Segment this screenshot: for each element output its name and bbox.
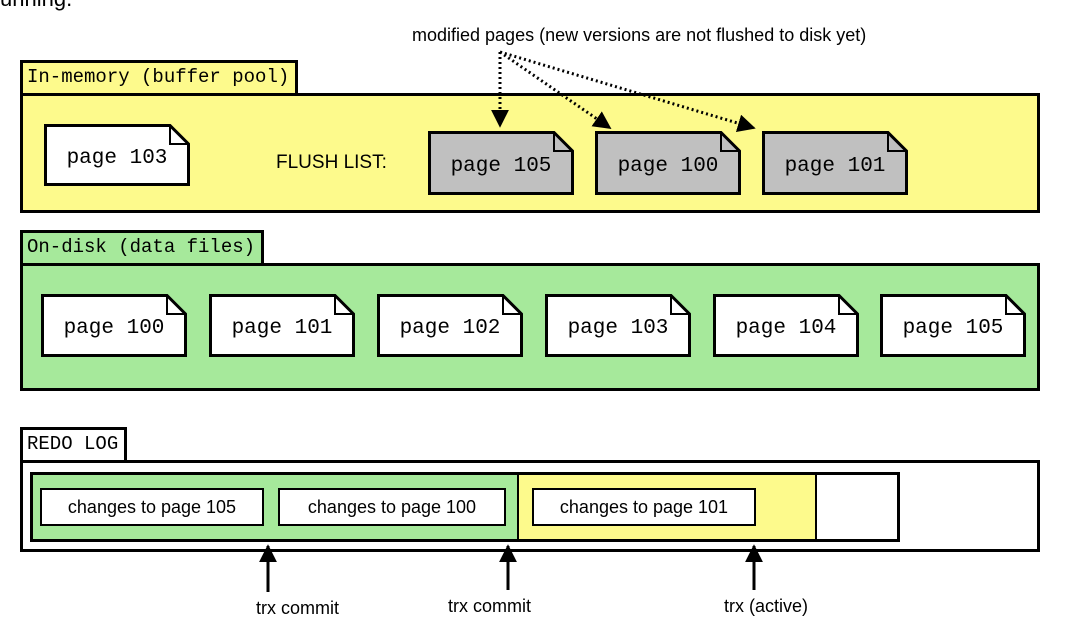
- disk-page-label: page 100: [63, 317, 165, 340]
- redo-entry-page-100: changes to page 100: [278, 488, 506, 526]
- flush-list-label: FLUSH LIST:: [276, 152, 387, 173]
- redo-log-divider: [815, 472, 817, 542]
- redo-entry-page-101: changes to page 101: [532, 488, 756, 526]
- clean-page-103: page 103: [44, 124, 190, 186]
- data-files-panel: [20, 263, 1040, 391]
- flush-page-105: page 105: [428, 131, 574, 195]
- disk-page-104: page 104: [713, 294, 859, 357]
- page-shape: [762, 131, 908, 195]
- disk-page-label: page 104: [735, 317, 837, 340]
- disk-page-101: page 101: [209, 294, 355, 357]
- disk-page-label: page 103: [567, 317, 669, 340]
- clean-page-label: page 103: [66, 146, 168, 170]
- page-shape: [595, 131, 741, 195]
- page-shape: [377, 294, 523, 357]
- trx-active-label: trx (active): [724, 596, 809, 616]
- disk-page-103: page 103: [545, 294, 691, 357]
- commit-arrows: [259, 544, 763, 592]
- disk-page-label: page 101: [231, 317, 333, 340]
- flush-page-label: page 100: [617, 154, 719, 178]
- flush-page-label: page 101: [784, 154, 886, 178]
- page-shape: [209, 294, 355, 357]
- trx-commit-label: trx commit: [256, 598, 339, 618]
- disk-page-102: page 102: [377, 294, 523, 357]
- redo-entry-page-105: changes to page 105: [40, 488, 264, 526]
- redo-log-tab: REDO LOG: [20, 427, 128, 461]
- flush-page-100: page 100: [595, 131, 741, 195]
- flush-page-label: page 105: [450, 154, 552, 178]
- page-shape: [428, 131, 574, 195]
- page-shape: [713, 294, 859, 357]
- page-shape: [880, 294, 1026, 357]
- cut-off-caption-text: unning.: [0, 0, 140, 12]
- modified-pages-annotation: modified pages (new versions are not flu…: [412, 25, 867, 45]
- page-shape: [41, 294, 187, 357]
- buffer-pool-tab: In-memory (buffer pool): [20, 60, 299, 94]
- disk-page-label: page 102: [399, 317, 501, 340]
- disk-page-100: page 100: [41, 294, 187, 357]
- flush-page-101: page 101: [762, 131, 908, 195]
- page-shape: [545, 294, 691, 357]
- disk-page-label: page 105: [902, 317, 1004, 340]
- page-shape: [44, 124, 190, 186]
- data-files-tab: On-disk (data files): [20, 230, 265, 264]
- trx-commit-label: trx commit: [448, 596, 531, 616]
- cut-off-caption: unning.: [0, 0, 140, 12]
- disk-page-105: page 105: [880, 294, 1026, 357]
- redo-log-divider: [517, 472, 519, 542]
